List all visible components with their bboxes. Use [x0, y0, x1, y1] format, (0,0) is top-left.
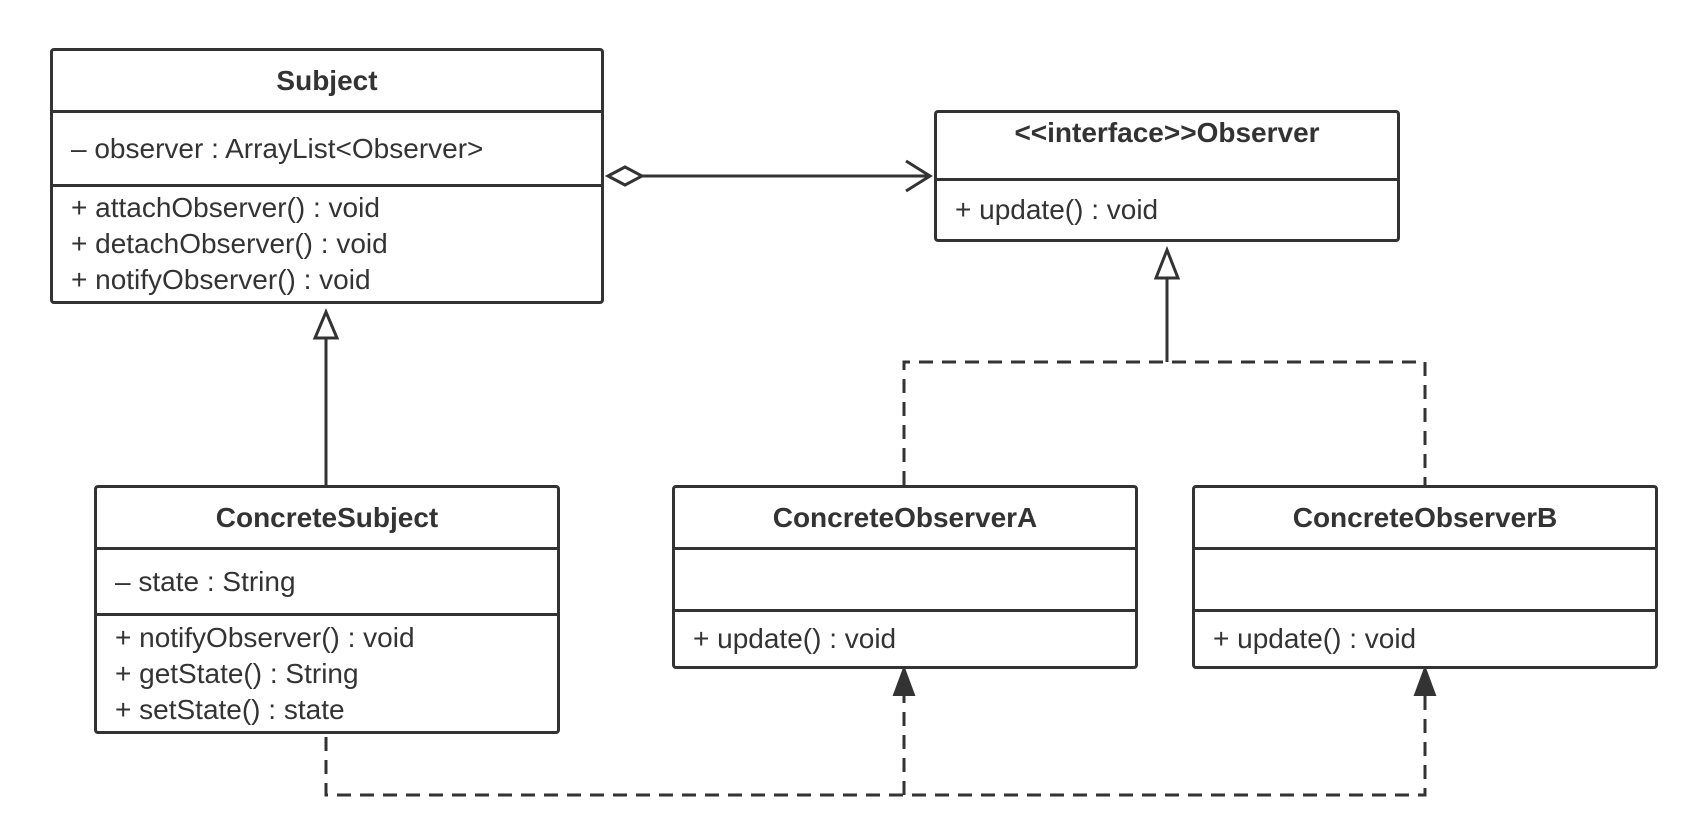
method: + setState() : state [115, 693, 345, 725]
method: + update() : void [693, 623, 897, 654]
method: + update() : void [1213, 623, 1417, 654]
generalization-concretesubject-subject [312, 308, 340, 485]
attribute: – observer : ArrayList<Observer> [71, 132, 484, 164]
method: + detachObserver() : void [71, 228, 388, 259]
attributes-compartment [675, 550, 1135, 612]
method: + notifyObserver() : void [115, 621, 415, 653]
class-concrete-observer-a[interactable]: ConcreteObserverA + update() : void [672, 485, 1138, 669]
aggregation-diamond-icon [604, 165, 646, 187]
filled-arrowhead-icon [1413, 665, 1437, 696]
class-name: ConcreteObserverB [1195, 488, 1655, 550]
open-arrowhead-icon [905, 159, 933, 193]
aggregation-subject-observer [604, 159, 933, 193]
hollow-triangle-icon [1153, 245, 1181, 280]
class-concrete-observer-b[interactable]: ConcreteObserverB + update() : void [1192, 485, 1658, 669]
realization-observers-interface [902, 245, 1427, 485]
class-concrete-subject[interactable]: ConcreteSubject – state : String + notif… [94, 485, 560, 734]
class-subject[interactable]: Subject – observer : ArrayList<Observer>… [50, 48, 604, 304]
method: + update() : void [955, 194, 1159, 225]
attributes-compartment [1195, 550, 1655, 612]
class-name: <<interface>>Observer [937, 113, 1397, 181]
methods-compartment: + notifyObserver() : void + getState() :… [97, 616, 557, 731]
attribute: – state : String [115, 565, 296, 597]
dependency-subject-observers [324, 665, 1437, 797]
methods-compartment: + update() : void [937, 181, 1397, 239]
class-name: ConcreteSubject [97, 488, 557, 550]
class-name: ConcreteObserverA [675, 488, 1135, 550]
method: + attachObserver() : void [71, 192, 380, 223]
method: + getState() : String [115, 657, 359, 689]
methods-compartment: + update() : void [1195, 612, 1655, 666]
method: + notifyObserver() : void [71, 264, 371, 295]
interface-observer[interactable]: <<interface>>Observer + update() : void [934, 110, 1400, 242]
attributes-compartment: – observer : ArrayList<Observer> [53, 113, 601, 187]
methods-compartment: + update() : void [675, 612, 1135, 666]
filled-arrowhead-icon [892, 665, 916, 696]
methods-compartment: + attachObserver() : void + detachObserv… [53, 187, 601, 301]
class-name: Subject [53, 51, 601, 113]
hollow-triangle-icon [312, 308, 340, 340]
attributes-compartment: – state : String [97, 550, 557, 616]
